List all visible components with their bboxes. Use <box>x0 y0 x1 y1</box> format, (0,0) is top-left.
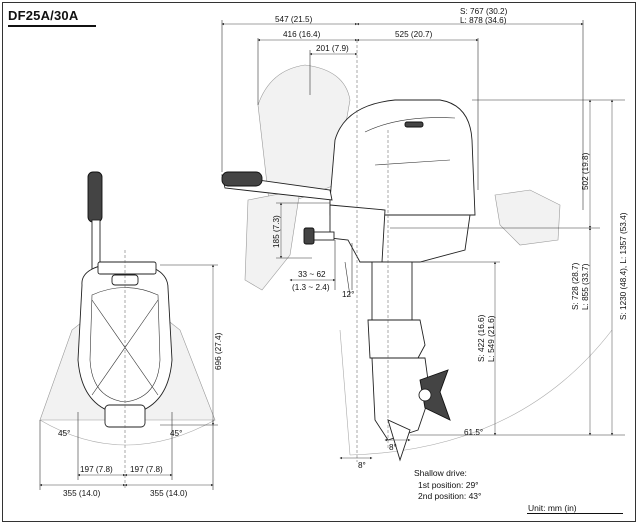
side-cowl-stripe <box>364 117 456 133</box>
shallow-drive-title: Shallow drive: <box>414 468 467 478</box>
front-view: 696 (27.4) 45° 45° 197 (7.8) 197 (7.8) 3… <box>39 171 223 498</box>
unit-note: Unit: mm (in) <box>528 503 577 513</box>
side-clamp-handle <box>303 227 315 245</box>
side-view: S: 767 (30.2) L: 878 (34.6) 547 (21.5) 4… <box>221 7 628 470</box>
side-dim-422-label: S: 422 (16.6) <box>477 314 486 362</box>
side-dim-1230-label: S: 1230 (48.4), L: 1357 (53.4) <box>619 212 628 320</box>
side-prop-hub <box>418 388 432 402</box>
front-height-label: 696 (27.4) <box>214 332 223 370</box>
side-lower-unit <box>371 357 431 441</box>
side-angle-12-label: 12° <box>342 290 354 299</box>
side-cowl-badge <box>404 121 424 128</box>
side-clamp-bracket <box>329 204 386 263</box>
front-top-bracket <box>97 261 157 275</box>
side-angle-8a-label: 8° <box>358 461 366 470</box>
front-swing-arc <box>39 419 216 446</box>
shallow-drive-1st: 1st position: 29° <box>418 480 479 490</box>
front-swing-left-label: 355 (14.0) <box>63 489 101 498</box>
front-cowl-inner <box>89 287 161 403</box>
front-tiller-grip <box>87 171 103 223</box>
front-width-right-label: 197 (7.8) <box>130 465 163 474</box>
side-midsection <box>367 319 426 359</box>
side-dim-clamp-label: 33 ~ 62 <box>298 270 326 279</box>
side-angle-615-label: 61.5° <box>464 428 483 437</box>
side-propeller <box>419 369 451 421</box>
side-dim-201-label: 201 (7.9) <box>316 44 349 53</box>
side-dim-547-label: 547 (21.5) <box>275 15 313 24</box>
front-width-left-label: 197 (7.8) <box>80 465 113 474</box>
unit-underline <box>527 513 623 514</box>
front-swing-right-label: 355 (14.0) <box>150 489 188 498</box>
side-dim-728-l-label: L: 855 (33.7) <box>581 263 590 310</box>
front-angle-left-label: 45° <box>58 429 70 438</box>
side-tilt-arc <box>349 329 613 456</box>
side-dim-185-label: 185 (7.3) <box>272 215 281 248</box>
side-overall-length-l: L: 878 (34.6) <box>460 16 507 25</box>
side-angle-8b-label: 8° <box>389 443 397 452</box>
model-title: DF25A/30A <box>8 8 79 23</box>
front-angle-right-label: 45° <box>170 429 182 438</box>
side-dim-728-s-label: S: 728 (28.7) <box>571 262 580 310</box>
title-underline <box>8 25 96 27</box>
side-clamp-screw <box>311 231 335 241</box>
side-dim-549-label: L: 549 (21.6) <box>487 315 496 362</box>
shallow-drive-2nd: 2nd position: 43° <box>418 491 482 501</box>
side-tilt-ghost-tail <box>494 189 561 246</box>
side-cowl <box>329 99 476 216</box>
side-dim-502-label: 502 (19.8) <box>581 152 590 190</box>
side-tiller-grip <box>221 171 263 187</box>
side-dim-525-label: 525 (20.7) <box>395 30 433 39</box>
side-shaft <box>371 261 413 321</box>
side-tilt-ghost-cowl <box>257 64 351 211</box>
side-overall-length-s: S: 767 (30.2) <box>460 7 508 16</box>
side-dim-clamp-in-label: (1.3 ~ 2.4) <box>292 283 330 292</box>
side-dim-416-label: 416 (16.4) <box>283 30 321 39</box>
